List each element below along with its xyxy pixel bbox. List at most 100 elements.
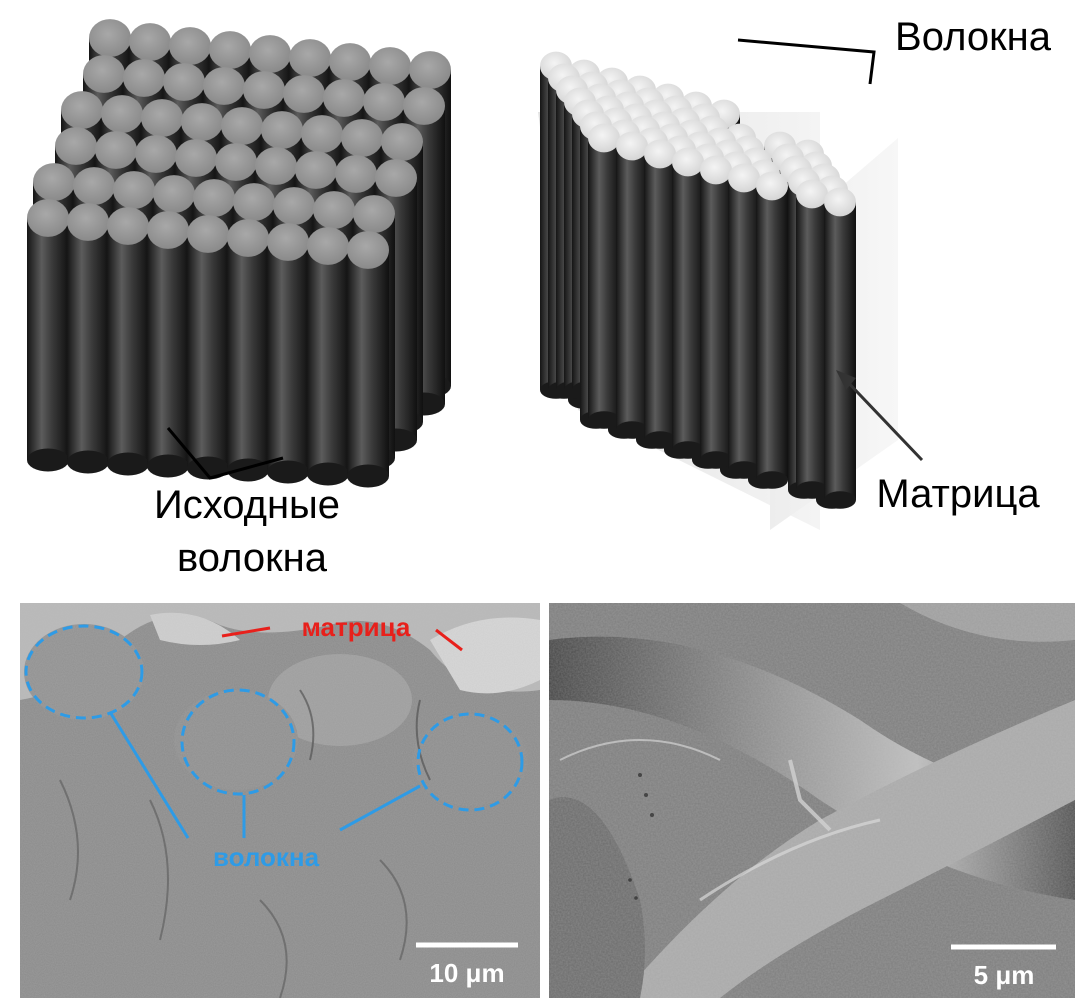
fiber-cap — [255, 147, 297, 185]
fiber-cap — [113, 171, 155, 209]
sem-matrix-label: матрица — [302, 612, 411, 642]
fiber-cap — [55, 127, 97, 165]
fiber-cap — [375, 159, 417, 197]
fiber-cap — [353, 195, 395, 233]
fiber-rod — [187, 234, 229, 468]
fiber-rods — [27, 38, 451, 488]
fiber-circle-markers — [24, 624, 524, 812]
fiber-cap — [323, 79, 365, 117]
fiber-cap — [347, 231, 389, 269]
fiber-rod — [347, 250, 389, 476]
fiber-rod — [824, 202, 856, 500]
sem-fibers-label: волокна — [213, 842, 320, 872]
fiber-cap — [403, 87, 445, 125]
fiber-cap — [163, 63, 205, 101]
fiber-cap — [381, 123, 423, 161]
fiber-rod — [147, 230, 189, 466]
fiber-cap — [243, 71, 285, 109]
fiber-cap — [329, 43, 371, 81]
fiber-caps — [27, 19, 451, 269]
fiber-cap — [616, 131, 648, 161]
fiber-rod — [728, 178, 760, 470]
fiber-cap — [95, 131, 137, 169]
fiber-cap — [289, 39, 331, 77]
fiber-cap — [227, 219, 269, 257]
fiber-cap — [33, 163, 75, 201]
fiber-cap — [700, 155, 732, 185]
sem-texture — [20, 603, 540, 998]
fiber-cap — [363, 83, 405, 121]
fiber-cap — [756, 171, 788, 201]
fiber-cap — [273, 187, 315, 225]
fiber-cap — [301, 115, 343, 153]
fiber-cap — [215, 143, 257, 181]
fiber-cap — [295, 151, 337, 189]
fiber-rod — [616, 146, 648, 430]
fiber-cap — [135, 135, 177, 173]
fiber-rod — [672, 162, 704, 450]
fiber-cap — [187, 215, 229, 253]
fiber-cap — [123, 59, 165, 97]
fiber-cap — [141, 99, 183, 137]
fiber-cap — [261, 111, 303, 149]
fiber-cap — [267, 223, 309, 261]
sem-image-cross-section: волокна матрица 10 μm — [20, 603, 540, 998]
fiber-rod — [796, 194, 828, 490]
fiber-cap — [169, 27, 211, 65]
embedded-fiber-rods — [540, 66, 856, 509]
fiber-cap — [233, 183, 275, 221]
fiber-leader-lines — [108, 711, 421, 839]
fiber-circle-2 — [180, 688, 296, 796]
scale-bar-5um-label: 5 μm — [974, 960, 1035, 990]
fiber-rod — [27, 218, 69, 460]
fiber-cap — [796, 179, 828, 209]
fiber-circle-1 — [24, 624, 144, 720]
fiber-rod — [107, 226, 149, 464]
matrix-pointer-arrow — [838, 372, 924, 462]
fiber-cap — [83, 55, 125, 93]
fiber-cap — [369, 47, 411, 85]
fiber-cap — [101, 95, 143, 133]
fiber-cap — [27, 199, 69, 237]
fiber-cap — [307, 227, 349, 265]
fiber-cap — [147, 211, 189, 249]
fibers-in-matrix-block: Волокна Матрица — [538, 15, 1052, 530]
fiber-cap — [153, 175, 195, 213]
sem-texture-2 — [549, 603, 1075, 998]
fiber-rod — [307, 246, 349, 474]
matrix-label: Матрица — [876, 472, 1040, 516]
fiber-rod — [267, 242, 309, 472]
fiber-cap — [283, 75, 325, 113]
scale-bar-10um-label: 10 μm — [429, 958, 504, 988]
fiber-cap — [73, 167, 115, 205]
fiber-cap — [249, 35, 291, 73]
fiber-cap — [67, 203, 109, 241]
fiber-cap — [89, 19, 131, 57]
fiber-rod — [588, 138, 620, 420]
fiber-cap — [644, 139, 676, 169]
fiber-cap — [203, 67, 245, 105]
fiber-cap — [107, 207, 149, 245]
fiber-cap — [61, 91, 103, 129]
fiber-cap — [193, 179, 235, 217]
fiber-rod — [67, 222, 109, 462]
fiber-rod — [756, 186, 788, 480]
fiber-cap — [175, 139, 217, 177]
fibers-leader-line — [737, 38, 876, 85]
fiber-cap — [335, 155, 377, 193]
fiber-cap — [728, 163, 760, 193]
fiber-cap — [341, 119, 383, 157]
source-fibers-leader-line — [166, 427, 284, 480]
fiber-circle-3 — [416, 712, 524, 812]
fiber-cap — [209, 31, 251, 69]
fibers-label: Волокна — [895, 15, 1052, 59]
fiber-cap — [221, 107, 263, 145]
fiber-rod — [644, 154, 676, 440]
fiber-rod — [700, 170, 732, 460]
fiber-cap — [181, 103, 223, 141]
embedded-fiber-caps — [540, 51, 856, 217]
fiber-rod — [227, 238, 269, 470]
fiber-cap — [409, 51, 451, 89]
fiber-cap — [672, 147, 704, 177]
